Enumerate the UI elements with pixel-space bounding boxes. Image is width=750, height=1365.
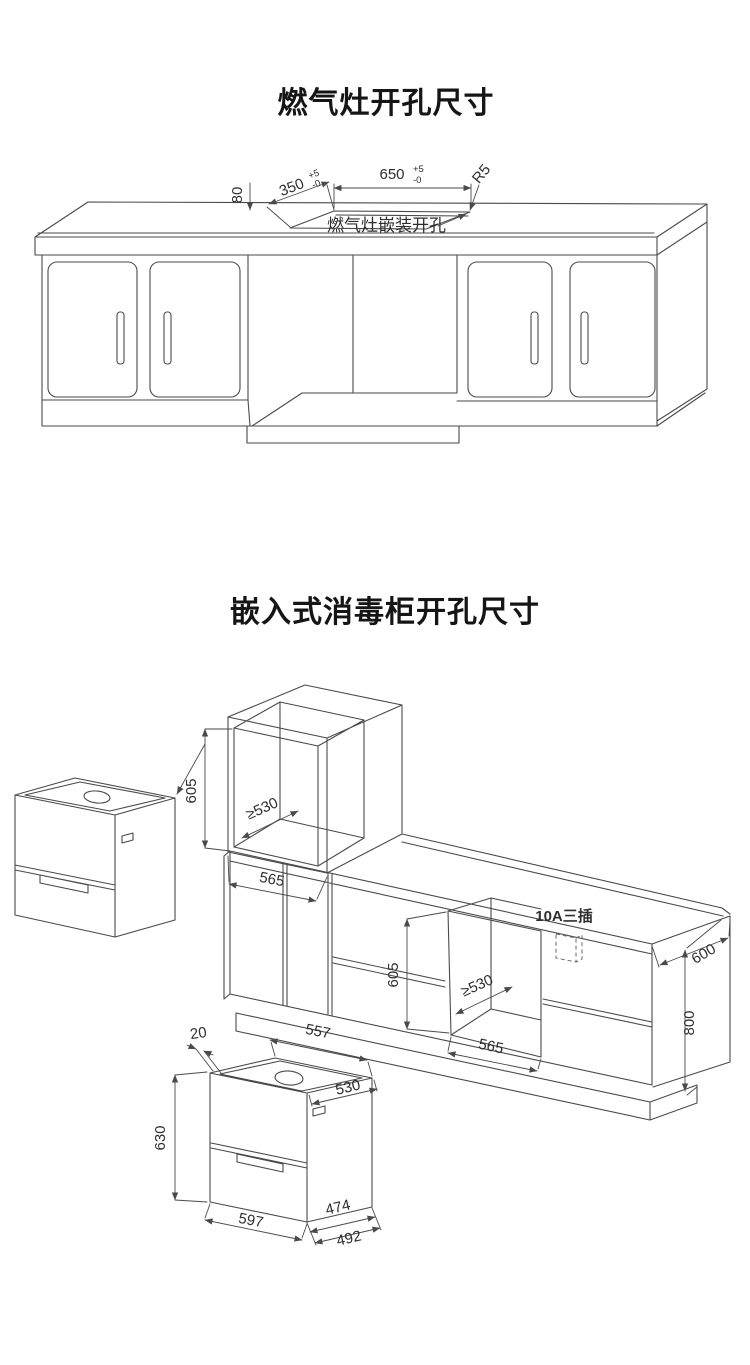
gas-cutout-label-group: 燃气灶嵌装开孔: [327, 213, 467, 235]
cabinet-door-1: [47, 261, 138, 398]
sterilizer-product-small: [14, 743, 206, 938]
gas-cutout-outline: [289, 210, 471, 230]
door-handle-1: [116, 311, 125, 365]
door-handle-3: [530, 311, 539, 365]
dim-350-tol-dn: -0: [311, 178, 323, 191]
cabinet-door-3: [467, 261, 553, 398]
counter-opening: [447, 897, 542, 1058]
gas-stove-section: 燃气灶开孔尺寸 650 +5 -0 350 +5: [34, 87, 708, 444]
sterilizer-product-dimensioned: 20 557 530 630 597 474 492: [152, 1021, 382, 1250]
cabinet-door-2: [149, 261, 241, 398]
gas-counter-top: [34, 201, 708, 256]
product-leader-arrow: [176, 743, 206, 795]
product2-top-hole: [274, 1070, 304, 1086]
socket-outline: [555, 933, 583, 963]
socket-label: 10A三插: [535, 907, 593, 925]
opening-depth-text: ≥530: [459, 971, 496, 1000]
dim-80: 80: [229, 182, 254, 211]
sterilizer-title: 嵌入式消毒柜开孔尺寸: [230, 596, 540, 629]
door-handle-2: [163, 311, 172, 365]
gas-stove-title: 燃气灶开孔尺寸: [278, 87, 495, 120]
cab-bottom-depth-outer-text: 492: [335, 1228, 363, 1250]
product-top-hole: [83, 790, 111, 804]
opening-height-text: 605: [385, 962, 402, 987]
dim-350: 350 +5 -0: [266, 168, 335, 228]
dim-350-tol-up: +5: [307, 168, 321, 182]
cab-height-text: 630: [152, 1125, 169, 1150]
tower-width-text: 565: [258, 869, 286, 890]
dim-r5: R5: [469, 161, 494, 211]
gas-cutout-label: 燃气灶嵌装开孔: [327, 216, 446, 235]
tower-depth-text: ≥530: [244, 794, 281, 823]
cab-rim-text: 20: [189, 1024, 208, 1043]
dim-80-text: 80: [229, 187, 246, 204]
cab-top-depth-text: 530: [334, 1077, 362, 1099]
counter-height-text: 800: [681, 1010, 698, 1035]
dim-650-tol-up: +5: [413, 164, 424, 175]
sterilizer-counter: 10A三插 605 ≥530 565 600 800: [223, 833, 731, 1121]
cab-bottom-depth-inner-text: 474: [324, 1197, 352, 1219]
cab-bottom-width-text: 597: [237, 1210, 265, 1231]
door-handle-4: [580, 311, 589, 365]
tall-cabinet-tower: 605 ≥530 565: [183, 684, 403, 903]
opening-width-text: 565: [477, 1036, 505, 1058]
dim-r5-text: R5: [469, 161, 494, 187]
counter-depth-text: 600: [689, 940, 719, 967]
gas-cabinet-body: [41, 221, 708, 444]
cabinet-door-4: [569, 261, 656, 398]
dim-350-text: 350: [277, 175, 306, 200]
dim-650: 650 +5 -0: [333, 164, 472, 210]
tower-height-text: 605: [183, 778, 200, 803]
cab-top-width-text: 557: [304, 1021, 332, 1042]
dim-650-tol-dn: -0: [413, 175, 421, 186]
sterilizer-section: 嵌入式消毒柜开孔尺寸 605 ≥530 565: [14, 596, 731, 1250]
dim-650-text: 650: [379, 166, 404, 183]
